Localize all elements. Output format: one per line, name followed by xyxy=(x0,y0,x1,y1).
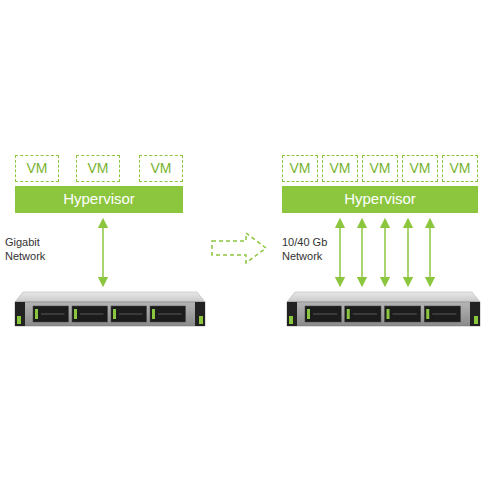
vm-box: VM xyxy=(442,155,478,182)
vm-box: VM xyxy=(15,155,59,182)
hypervisor-bar: Hypervisor xyxy=(15,186,183,213)
node-text: VM xyxy=(410,161,431,176)
node-text: VM xyxy=(450,161,471,176)
network-label: 10/40 Gb Network xyxy=(282,236,344,264)
network-arrow xyxy=(339,223,341,282)
node-text: VM xyxy=(27,161,48,176)
network-arrow xyxy=(429,223,431,282)
network-arrow xyxy=(384,223,386,282)
node-text: VM xyxy=(370,161,391,176)
node-text: Hypervisor xyxy=(344,191,416,208)
network-arrow xyxy=(361,223,363,282)
node-text: Hypervisor xyxy=(63,191,135,208)
vm-box: VM xyxy=(402,155,438,182)
network-arrows xyxy=(103,223,430,282)
node-text: VM xyxy=(330,161,351,176)
network-label: Gigabit Network xyxy=(5,236,67,264)
rack-server xyxy=(287,292,480,326)
network-arrow xyxy=(407,223,409,282)
vm-box: VM xyxy=(76,155,120,182)
node-text: VM xyxy=(151,161,172,176)
network-arrow xyxy=(102,223,104,282)
vm-box: VM xyxy=(322,155,358,182)
node-text: VM xyxy=(88,161,109,176)
rack-server xyxy=(15,292,205,326)
vm-box: VM xyxy=(139,155,183,182)
vm-box: VM xyxy=(362,155,398,182)
hypervisor-bar: Hypervisor xyxy=(282,186,478,213)
migration-arrow xyxy=(212,233,266,263)
node-text: VM xyxy=(290,161,311,176)
vm-box: VM xyxy=(282,155,318,182)
server-illustration xyxy=(15,292,480,326)
